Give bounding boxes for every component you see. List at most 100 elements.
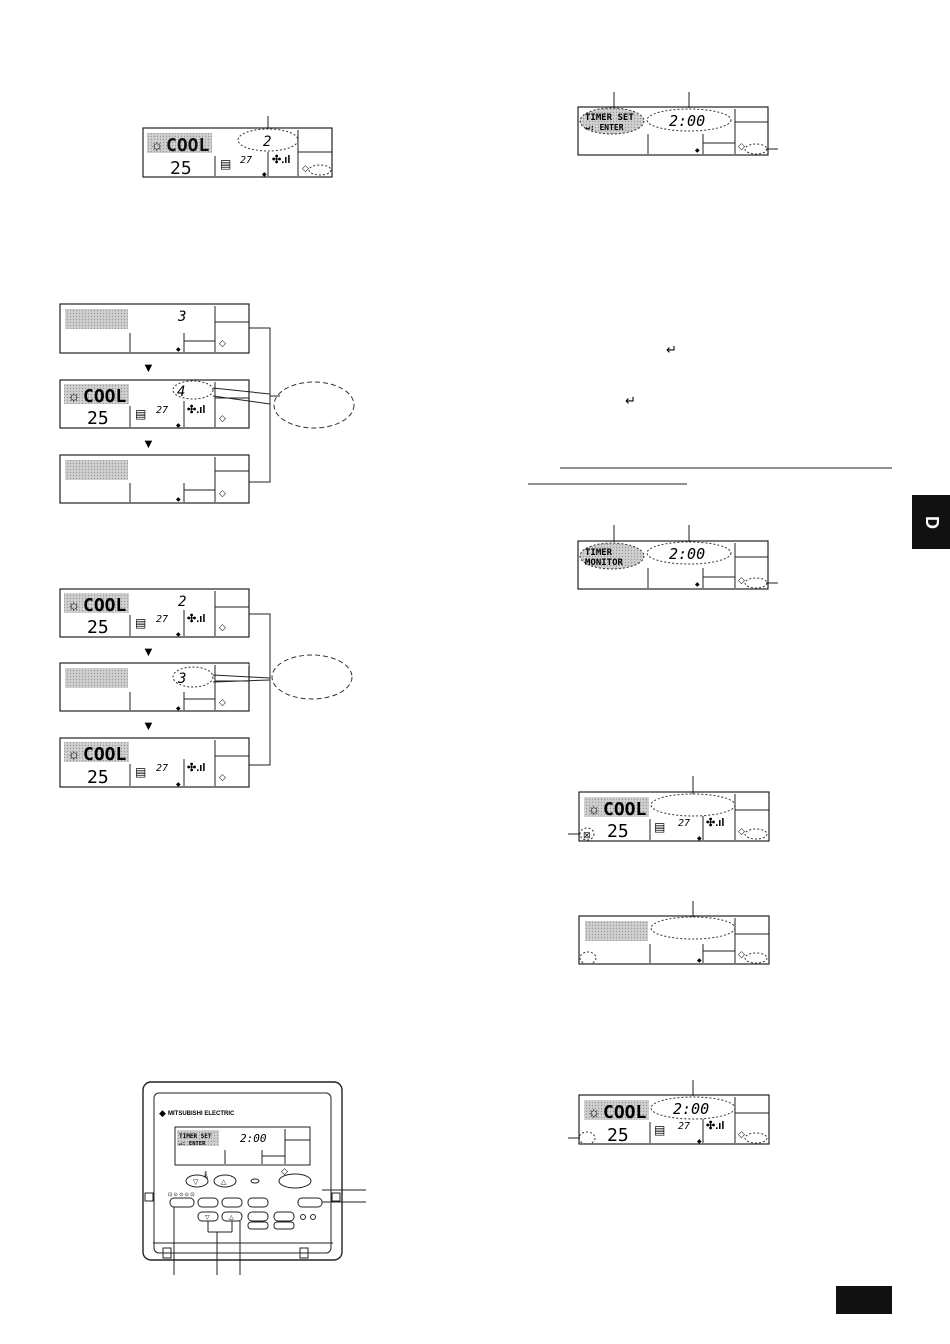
room-temperature: 27 — [240, 155, 252, 166]
remote-controller: ◆ MITSUBISHI ELECTRIC TIMER SET ↵: ENTER… — [142, 1081, 366, 1275]
mode-label: COOL — [83, 744, 127, 765]
lcd-display-cool-time: ☼ COOL 25 ▤ 27 2:00 ✣.ıl ◇ ◆ — [568, 1080, 770, 1146]
filter-icon: ◇ — [219, 338, 226, 348]
louver-icon: ▤ — [135, 765, 146, 779]
timer-hours: 4 — [177, 384, 185, 400]
enter-label: ↵: ENTER — [585, 123, 624, 132]
set-temperature: 25 — [607, 1125, 629, 1146]
time-oval — [646, 108, 732, 132]
lcd-display-seq1-step1: 3 ◇ ◆ — [59, 303, 250, 354]
temp-down-button — [185, 1174, 209, 1188]
louver-icon: ▤ — [135, 616, 146, 630]
lcd-display-seq2-step3: ☼ COOL 25 ▤ 27 ✣.ıl ◇ ◆ — [59, 737, 250, 788]
fan-speed-icon: ✣.ıl — [187, 762, 205, 774]
svg-text:▽: ▽ — [205, 1215, 210, 1221]
filter-icon: ◇ — [738, 1129, 745, 1139]
on-off-button — [278, 1173, 312, 1189]
lcd-display-blank-timer: ◇ ◆ — [578, 901, 770, 965]
fan-speed-icon: ✣.ıl — [187, 404, 205, 416]
svg-text:△: △ — [221, 1179, 227, 1186]
bracket-seq2 — [212, 613, 353, 766]
room-temperature: 27 — [156, 405, 168, 416]
set-temperature: 25 — [87, 617, 109, 638]
lcd-display-cool-timer-indicator: ☼ COOL 25 ⊠ ▤ 27 ✣.ıl ◇ ◆ — [568, 776, 770, 842]
svg-text:◆: ◆ — [262, 172, 267, 178]
louver-icon: ▤ — [220, 157, 231, 171]
timer-monitor-label-1: TIMER — [585, 548, 613, 558]
callout-oval — [271, 654, 353, 700]
lcd-display-seq1-step2: ☼ COOL 25 ▤ 27 4 ✣.ıl ◇ ◆ — [59, 379, 250, 429]
timer-monitor-label-2: MONITOR — [585, 558, 624, 568]
timer-hours: 2 — [263, 134, 271, 150]
svg-text:◆: ◆ — [697, 958, 702, 964]
louver-icon: ▤ — [654, 820, 665, 834]
timer-hours: 3 — [177, 309, 186, 325]
timer-time: 2:00 — [669, 545, 705, 563]
fan-speed-icon: ✣.ıl — [187, 613, 205, 625]
arrow-down-icon: ▼ — [142, 718, 155, 733]
filter-icon: ◇ — [738, 826, 745, 836]
lcd-display-timer-set: TIMER SET ↵: ENTER 2:00 ◇ ◆ — [577, 92, 778, 156]
svg-text:◆: ◆ — [697, 836, 702, 842]
filter-icon: ◇ — [302, 163, 309, 173]
callout-oval — [273, 381, 355, 429]
thermometer-icon: 🌡 — [201, 1171, 211, 1180]
filter-icon: ◇ — [219, 413, 226, 423]
svg-text:⊡ ⊙ ⊙ ⊙ ⊡: ⊡ ⊙ ⊙ ⊙ ⊡ — [168, 1192, 195, 1198]
vane-button — [247, 1197, 269, 1208]
timer-hours: 3 — [177, 671, 186, 687]
lcd-display-seq2-step1: ☼ COOL 25 ▤ 27 2 ✣.ıl ◇ ◆ — [59, 588, 250, 638]
temp-up-button — [213, 1174, 237, 1188]
mode-label: COOL — [83, 595, 127, 616]
louver-button — [247, 1211, 269, 1222]
timer-time: 2:00 — [669, 112, 705, 130]
remote-time: 2:00 — [240, 1132, 267, 1145]
fan-speed-icon: ✣.ıl — [272, 154, 290, 166]
svg-text:◆: ◆ — [695, 582, 700, 588]
lcd-display-top-left: ☼ COOL 25 ▤ 27 2 ✣.ıl ◇ ◆ — [142, 116, 333, 179]
sun-icon: ☼ — [150, 137, 164, 154]
filter-icon: ◇ — [738, 575, 745, 585]
set-temperature: 25 — [87, 767, 109, 788]
arrow-down-icon: ▼ — [142, 644, 155, 659]
svg-text:▽: ▽ — [193, 1179, 199, 1186]
filter-icon: ◇ — [219, 697, 226, 707]
fan-button — [221, 1197, 243, 1208]
room-temperature: 27 — [156, 763, 168, 774]
svg-text:△: △ — [229, 1215, 234, 1221]
set-temperature: 25 — [607, 821, 629, 842]
fan-speed-icon: ✣.ıl — [706, 817, 724, 829]
lcd-display-seq1-step3: ◇ ◆ — [59, 454, 250, 504]
mode-label: COOL — [83, 386, 127, 407]
lcd-display-seq2-step2: 3 ◇ ◆ — [59, 662, 250, 712]
remote-timer-set: TIMER SET — [179, 1133, 212, 1140]
svg-text:◆: ◆ — [176, 347, 181, 353]
svg-text:◆: ◆ — [695, 148, 700, 154]
louver-icon: ▤ — [135, 407, 146, 421]
arrow-down-icon: ▼ — [142, 436, 155, 451]
room-temperature: 27 — [678, 1121, 690, 1132]
enter-key-icon: ↵ — [625, 393, 636, 408]
section-tab: D — [912, 495, 950, 549]
highlight-oval — [172, 666, 214, 688]
sun-icon: ☼ — [67, 597, 81, 614]
highlight-oval — [172, 380, 214, 400]
brand-label: MITSUBISHI ELECTRIC — [168, 1111, 235, 1117]
bracket-seq1 — [212, 327, 355, 483]
svg-text:◆: ◆ — [176, 423, 181, 429]
sun-icon: ☼ — [587, 801, 601, 818]
louver-icon: ▤ — [654, 1123, 665, 1137]
timer-indicator-icon: ⊠ — [583, 830, 591, 840]
sun-icon: ☼ — [67, 388, 81, 405]
svg-text:◆: ◆ — [697, 1139, 702, 1145]
on-off-led — [250, 1178, 260, 1184]
page-number-box — [836, 1286, 892, 1314]
timer-set-label: TIMER SET — [585, 113, 634, 123]
highlight-oval-small — [308, 164, 332, 176]
timer-menu-button — [169, 1197, 195, 1208]
remote-enter: ↵: ENTER — [178, 1141, 206, 1147]
mode-button — [197, 1197, 219, 1208]
fan-speed-icon: ✣.ıl — [706, 1120, 724, 1132]
svg-text:◆: ◆ — [176, 632, 181, 638]
svg-text:◆: ◆ — [176, 497, 181, 503]
